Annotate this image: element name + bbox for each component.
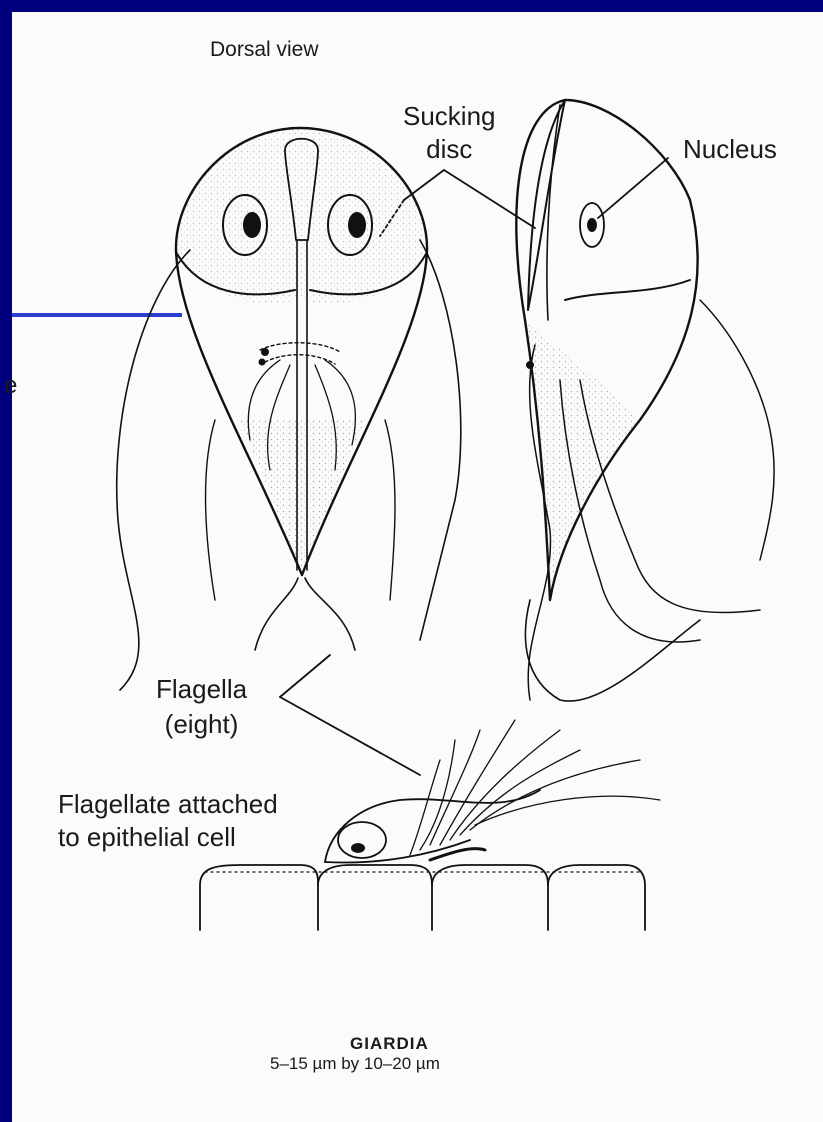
diagram-title: GIARDIA bbox=[350, 1034, 429, 1054]
sucking-disc-label: Sucking disc bbox=[403, 100, 496, 166]
size-caption: 5–15 µm by 10–20 µm bbox=[270, 1054, 440, 1074]
sucking-disc-line1: Sucking bbox=[403, 100, 496, 133]
flagella-label: Flagella (eight) bbox=[156, 672, 247, 742]
edge-fragment-text: e bbox=[4, 372, 17, 400]
attached-line2: to epithelial cell bbox=[58, 821, 278, 854]
attached-flagellate-label: Flagellate attached to epithelial cell bbox=[58, 788, 278, 854]
dorsal-trophozoite bbox=[117, 128, 461, 690]
nucleus-label: Nucleus bbox=[683, 134, 777, 165]
sucking-disc-line2: disc bbox=[403, 133, 496, 166]
lateral-trophozoite bbox=[516, 100, 774, 701]
attached-flagellate bbox=[325, 720, 660, 863]
flagella-line2: (eight) bbox=[156, 707, 247, 742]
epithelial-cells bbox=[200, 865, 645, 930]
flagella-line1: Flagella bbox=[156, 672, 247, 707]
attached-line1: Flagellate attached bbox=[58, 788, 278, 821]
dorsal-view-label: Dorsal view bbox=[210, 38, 319, 62]
